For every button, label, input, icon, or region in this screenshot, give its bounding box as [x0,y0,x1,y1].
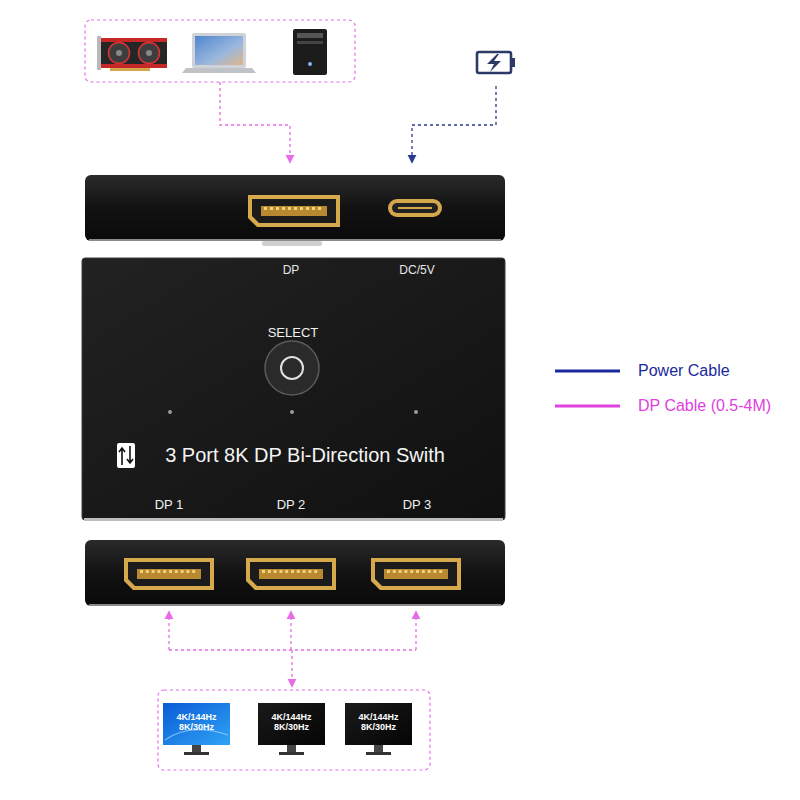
monitor-screen: 4K/144Hz 8K/30Hz [258,703,325,745]
legend-text: Power Cable [638,362,730,380]
direction-icon [117,443,135,468]
legend-line-sample [555,405,620,408]
monitor-spec: 4K/144Hz 8K/30Hz [261,712,322,733]
laptop-icon [182,33,256,73]
face-edge [84,518,503,521]
displayport-port [246,558,336,590]
monitor-icon [163,703,230,755]
panel-edge [89,604,501,606]
power-cable-line [412,86,496,162]
monitor-group [158,690,430,770]
monitor-screen: 4K/144Hz 8K/30Hz [163,703,230,745]
switch-face [82,258,505,520]
desktop-tower-icon [293,29,327,75]
usb-c-port [388,199,442,217]
displayport-port [248,195,340,227]
monitor-icon [258,703,325,755]
legend-text: DP Cable (0.5-4M) [638,397,771,415]
top-panel [85,175,505,241]
select-button [265,341,319,395]
switch-face: DP DC/5V SELECT 3 Port 8K DP Bi-Direction S… [82,258,505,520]
monitor-spec: 4K/144Hz 8K/30Hz [166,712,227,733]
displayport-port [371,558,461,590]
dp-cable-line [220,82,290,162]
legend-line-sample [555,370,620,373]
port-label: DP 3 [403,498,432,513]
led-dot [414,410,418,414]
monitor-spec: 4K/144Hz 8K/30Hz [348,712,409,733]
button-label: SELECT [268,326,319,341]
product-name: 3 Port 8K DP Bi-Direction Swith [165,444,445,467]
led-dot [168,410,172,414]
power-icon [477,52,515,73]
graphics-card-icon [97,36,167,71]
dp-cable-line [168,612,169,650]
panel-foot [262,241,322,246]
port-label: DC/5V [399,264,434,278]
monitor-screen: 4K/144Hz 8K/30Hz [345,703,412,745]
displayport-port [124,558,214,590]
led-dot [290,410,294,414]
panel-edge [89,239,501,241]
port-label: DP [283,264,300,278]
monitor-icon [345,703,412,755]
source-group [85,20,355,82]
bottom-panel [85,540,505,606]
port-label: DP 1 [155,498,184,513]
dp-cable-line [291,650,292,686]
port-label: DP 2 [277,498,306,513]
dp-cable-line [415,612,416,650]
dp-cable-line [290,612,291,650]
